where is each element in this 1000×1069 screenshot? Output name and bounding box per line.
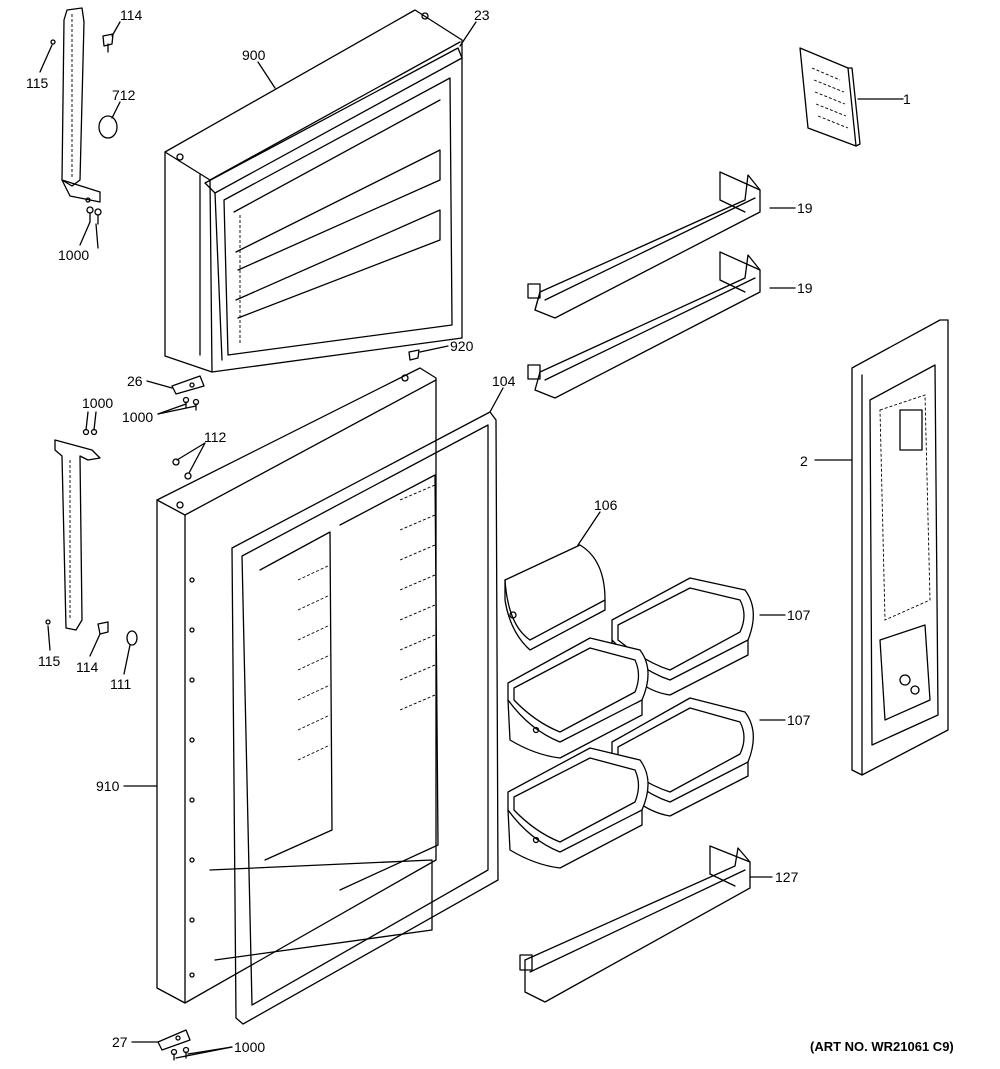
label-900: 900 — [242, 47, 266, 63]
label-114-top: 114 — [120, 7, 143, 23]
label-127: 127 — [775, 869, 799, 885]
label-115-bottom: 115 — [38, 653, 61, 669]
label-107-upper: 107 — [787, 607, 811, 623]
label-2: 2 — [800, 453, 808, 469]
door-shelf-19-upper — [527, 171, 761, 319]
label-1000-hinge: 1000 — [82, 395, 113, 411]
label-114-bottom: 114 — [76, 659, 99, 675]
bin-107-upper-left — [507, 637, 649, 759]
door-panel-2 — [851, 319, 949, 776]
door-stop-920 — [408, 349, 420, 361]
hinge-pin-115-top — [50, 39, 56, 45]
washer-712 — [98, 115, 118, 139]
label-104: 104 — [492, 373, 516, 389]
hinge-26 — [171, 375, 205, 395]
screws-1000-mid — [182, 396, 200, 411]
leader-lines — [39, 21, 904, 1059]
screws-112 — [172, 458, 192, 480]
freezer-door-900 — [164, 9, 463, 373]
cam-111 — [126, 630, 138, 646]
bin-107-lower-left — [507, 747, 649, 869]
label-26: 26 — [127, 373, 143, 389]
label-1000-top: 1000 — [58, 247, 89, 263]
label-910: 910 — [96, 778, 120, 794]
label-115-top: 115 — [26, 75, 49, 91]
label-712: 712 — [112, 87, 136, 103]
label-106: 106 — [594, 497, 618, 513]
label-23: 23 — [474, 7, 490, 23]
label-27: 27 — [112, 1034, 128, 1050]
screws-1000-top — [86, 206, 102, 225]
dairy-door-106 — [504, 544, 606, 651]
hinge-screw-114-top — [102, 33, 114, 53]
label-1000-bottom: 1000 — [234, 1039, 265, 1055]
label-111: 111 — [110, 676, 131, 692]
screws-1000-bottom — [170, 1046, 190, 1061]
label-19-lower: 19 — [797, 280, 813, 296]
label-107-lower: 107 — [787, 712, 811, 728]
hinge-pin-115-bottom — [45, 619, 51, 625]
fresh-food-door-gasket-104 — [209, 411, 499, 1025]
label-19-upper: 19 — [797, 200, 813, 216]
label-920: 920 — [450, 338, 474, 354]
freezer-door-gasket-23 — [204, 47, 463, 361]
owner-manual-1 — [799, 47, 861, 147]
hinge-screw-114-bottom — [97, 621, 109, 635]
hinge-27 — [157, 1029, 191, 1051]
label-112: 112 — [204, 429, 227, 445]
part-labels: 114 115 712 1000 900 23 1 19 19 920 26 1… — [26, 7, 911, 1055]
door-shelf-19-lower — [527, 251, 761, 399]
lower-hinge-bracket — [54, 439, 101, 631]
upper-hinge-bracket — [61, 7, 101, 203]
door-shelf-127 — [519, 845, 751, 1003]
label-1000-mid: 1000 — [122, 409, 153, 425]
art-number: (ART NO. WR21061 C9) — [810, 1039, 954, 1054]
label-1: 1 — [903, 91, 911, 107]
fresh-food-door-910 — [156, 367, 437, 1004]
